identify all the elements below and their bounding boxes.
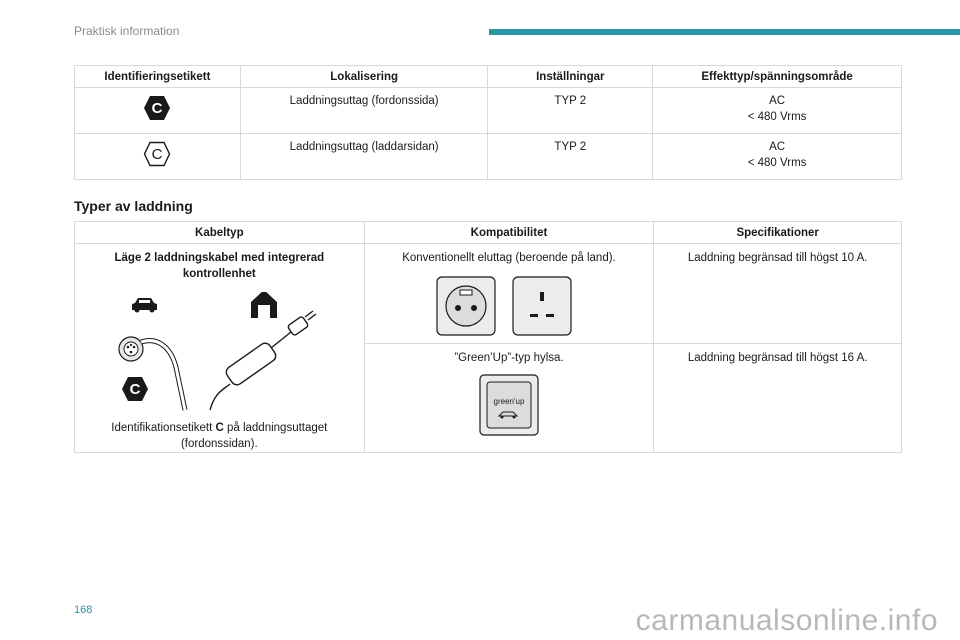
cable-cell: Läge 2 laddningskabel med integrerad kon… bbox=[74, 243, 365, 453]
house-icon bbox=[251, 292, 277, 318]
voltage-range: < 480 Vrms bbox=[747, 157, 807, 169]
col-header-location: Lokalisering bbox=[239, 65, 489, 88]
table-header-row: Identifieringsetikett Lokalisering Instä… bbox=[74, 65, 902, 88]
col-header-label: Identifieringsetikett bbox=[74, 65, 241, 88]
setting-cell: TYP 2 bbox=[487, 133, 654, 180]
svg-text:green'up: green'up bbox=[494, 397, 525, 406]
section-title: Praktisk information bbox=[74, 24, 180, 38]
svg-text:C: C bbox=[130, 381, 141, 398]
location-cell: Laddningsuttag (laddarsidan) bbox=[239, 133, 489, 180]
table-row: ”Green’Up”-typ hylsa. green'up Laddning … bbox=[75, 343, 902, 453]
watermark: carmanualsonline.info bbox=[635, 604, 938, 637]
power-cell: AC < 480 Vrms bbox=[652, 87, 902, 134]
power-type: AC bbox=[769, 141, 786, 153]
identification-table: Identifieringsetikett Lokalisering Instä… bbox=[74, 65, 902, 180]
col-header-settings: Inställningar bbox=[487, 65, 654, 88]
compatibility-cell: ”Green’Up”-typ hylsa. green'up bbox=[363, 343, 655, 453]
col-header-specifications: Specifikationer bbox=[653, 221, 902, 244]
cable-title: Läge 2 laddningskabel med integrerad kon… bbox=[114, 252, 325, 280]
section-heading: Typer av laddning bbox=[74, 198, 193, 214]
voltage-range: < 480 Vrms bbox=[747, 111, 807, 123]
identification-note: Identifikationsetikett C på laddningsutt… bbox=[111, 422, 328, 450]
page-number: 168 bbox=[74, 604, 93, 616]
table-row: C Laddningsuttag (laddarsidan) TYP 2 AC … bbox=[74, 133, 902, 180]
table-row: Läge 2 laddningskabel med integrerad kon… bbox=[74, 243, 902, 453]
setting-cell: TYP 2 bbox=[487, 87, 654, 134]
compatibility-cell: Konventionellt eluttag (beroende på land… bbox=[363, 243, 655, 344]
compatibility-text: Konventionellt eluttag (beroende på land… bbox=[402, 252, 616, 264]
charging-types-table: Kabeltyp Kompatibilitet Specifikationer … bbox=[74, 221, 902, 453]
uk-socket-icon bbox=[512, 276, 572, 336]
location-cell: Laddningsuttag (fordonssida) bbox=[239, 87, 489, 134]
table-row: C Laddningsuttag (fordonssida) TYP 2 AC … bbox=[74, 87, 902, 134]
header-accent-bar bbox=[489, 29, 960, 35]
svg-text:C: C bbox=[152, 100, 163, 117]
hexagon-C-filled-icon: C bbox=[122, 377, 148, 401]
hexagon-C-filled-icon: C bbox=[144, 96, 171, 120]
compatibility-text: ”Green’Up”-typ hylsa. bbox=[454, 352, 564, 364]
col-header-power: Effekttyp/spänningsområde bbox=[652, 65, 902, 88]
greenup-socket-icon: green'up bbox=[479, 374, 539, 436]
col-header-compatibility: Kompatibilitet bbox=[363, 221, 655, 244]
hexagon-C-outline-icon: C bbox=[144, 141, 171, 167]
power-type: AC bbox=[769, 95, 786, 107]
socket-illustrations bbox=[436, 276, 572, 336]
svg-text:C: C bbox=[152, 146, 163, 163]
specification-cell: Laddning begränsad till högst 10 A. bbox=[653, 243, 902, 344]
type2-connector-icon bbox=[118, 336, 188, 411]
schuko-socket-icon bbox=[436, 276, 496, 336]
control-unit-icon bbox=[209, 310, 317, 411]
col-header-cable: Kabeltyp bbox=[74, 221, 365, 244]
specification-cell: Laddning begränsad till högst 16 A. bbox=[653, 343, 902, 453]
table-header-row: Kabeltyp Kompatibilitet Specifikationer bbox=[74, 221, 902, 244]
power-cell: AC < 480 Vrms bbox=[652, 133, 902, 180]
car-icon bbox=[132, 298, 157, 313]
cable-illustration: C bbox=[118, 292, 317, 411]
